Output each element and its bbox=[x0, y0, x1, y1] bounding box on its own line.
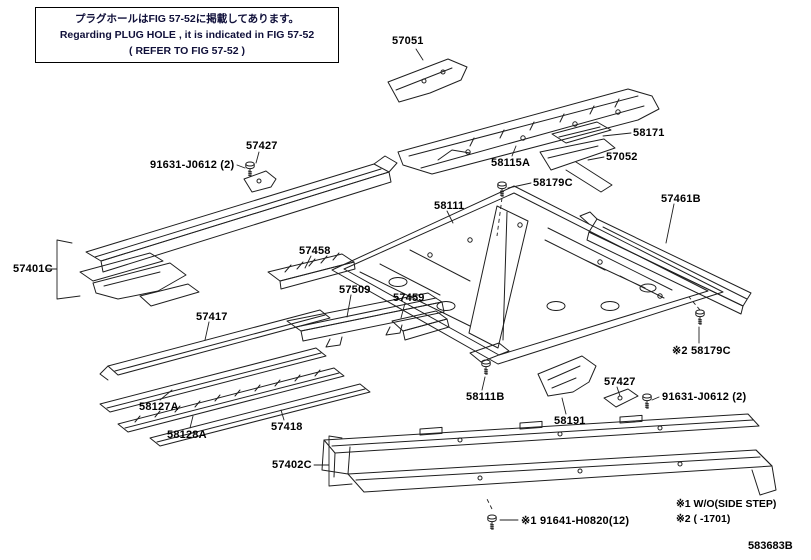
leader-lines bbox=[45, 48, 700, 521]
part-number-label: 57052 bbox=[606, 151, 638, 163]
bolt-icon bbox=[695, 309, 705, 326]
bolt-icon bbox=[481, 359, 491, 376]
bolt-icon bbox=[642, 393, 652, 410]
note-line-english: Regarding PLUG HOLE , it is indicated in… bbox=[59, 28, 315, 41]
part-number-label: 57427 bbox=[604, 376, 636, 388]
part-number-label: 57401C bbox=[13, 263, 53, 275]
part-number-label: ※2 58179C bbox=[672, 345, 731, 357]
part-number-label: 57509 bbox=[339, 284, 371, 296]
note-line-japanese: プラグホールはFIG 57-52に掲載してあります。 bbox=[74, 13, 300, 25]
part-number-label: 57418 bbox=[271, 421, 303, 433]
bolt-icon bbox=[487, 514, 497, 531]
part-number-label: 58191 bbox=[554, 415, 586, 427]
plug-hole-note-box: プラグホールはFIG 57-52に掲載してあります。 Regarding PLU… bbox=[35, 7, 339, 64]
part-number-label: 58127A bbox=[139, 401, 179, 413]
part-number-label: 57459 bbox=[393, 292, 425, 304]
bolt-icon bbox=[497, 181, 507, 198]
note-line-refer: ( REFER TO FIG 57-52 ) bbox=[129, 44, 245, 57]
part-number-label: 58179C bbox=[533, 177, 573, 189]
part-number-label: 57427 bbox=[246, 140, 278, 152]
diagram-code: 583683B bbox=[748, 540, 793, 552]
part-number-label: 58128A bbox=[167, 429, 207, 441]
part-number-label: 58111 bbox=[434, 200, 465, 212]
footnote-date-range: ※2 ( -1701) bbox=[676, 513, 731, 525]
part-number-label: 58111B bbox=[466, 391, 505, 403]
part-number-label: 57417 bbox=[196, 311, 228, 323]
part-number-label: 58115A bbox=[491, 157, 531, 169]
footnote-side-step: ※1 W/O(SIDE STEP) bbox=[676, 498, 777, 510]
part-number-label: 57461B bbox=[661, 193, 701, 205]
part-number-label: 57458 bbox=[299, 245, 331, 257]
bolt-icon bbox=[245, 161, 255, 178]
part-number-label: 58171 bbox=[633, 127, 665, 139]
part-number-label: 91631-J0612 (2) bbox=[662, 391, 747, 403]
dashed-assembly-lines bbox=[485, 197, 701, 510]
part-number-label: 57051 bbox=[392, 35, 424, 47]
part-number-label: ※1 91641-H0820(12) bbox=[521, 515, 630, 527]
part-number-label: 57402C bbox=[272, 459, 312, 471]
part-number-label: 91631-J0612 (2) bbox=[150, 159, 235, 171]
